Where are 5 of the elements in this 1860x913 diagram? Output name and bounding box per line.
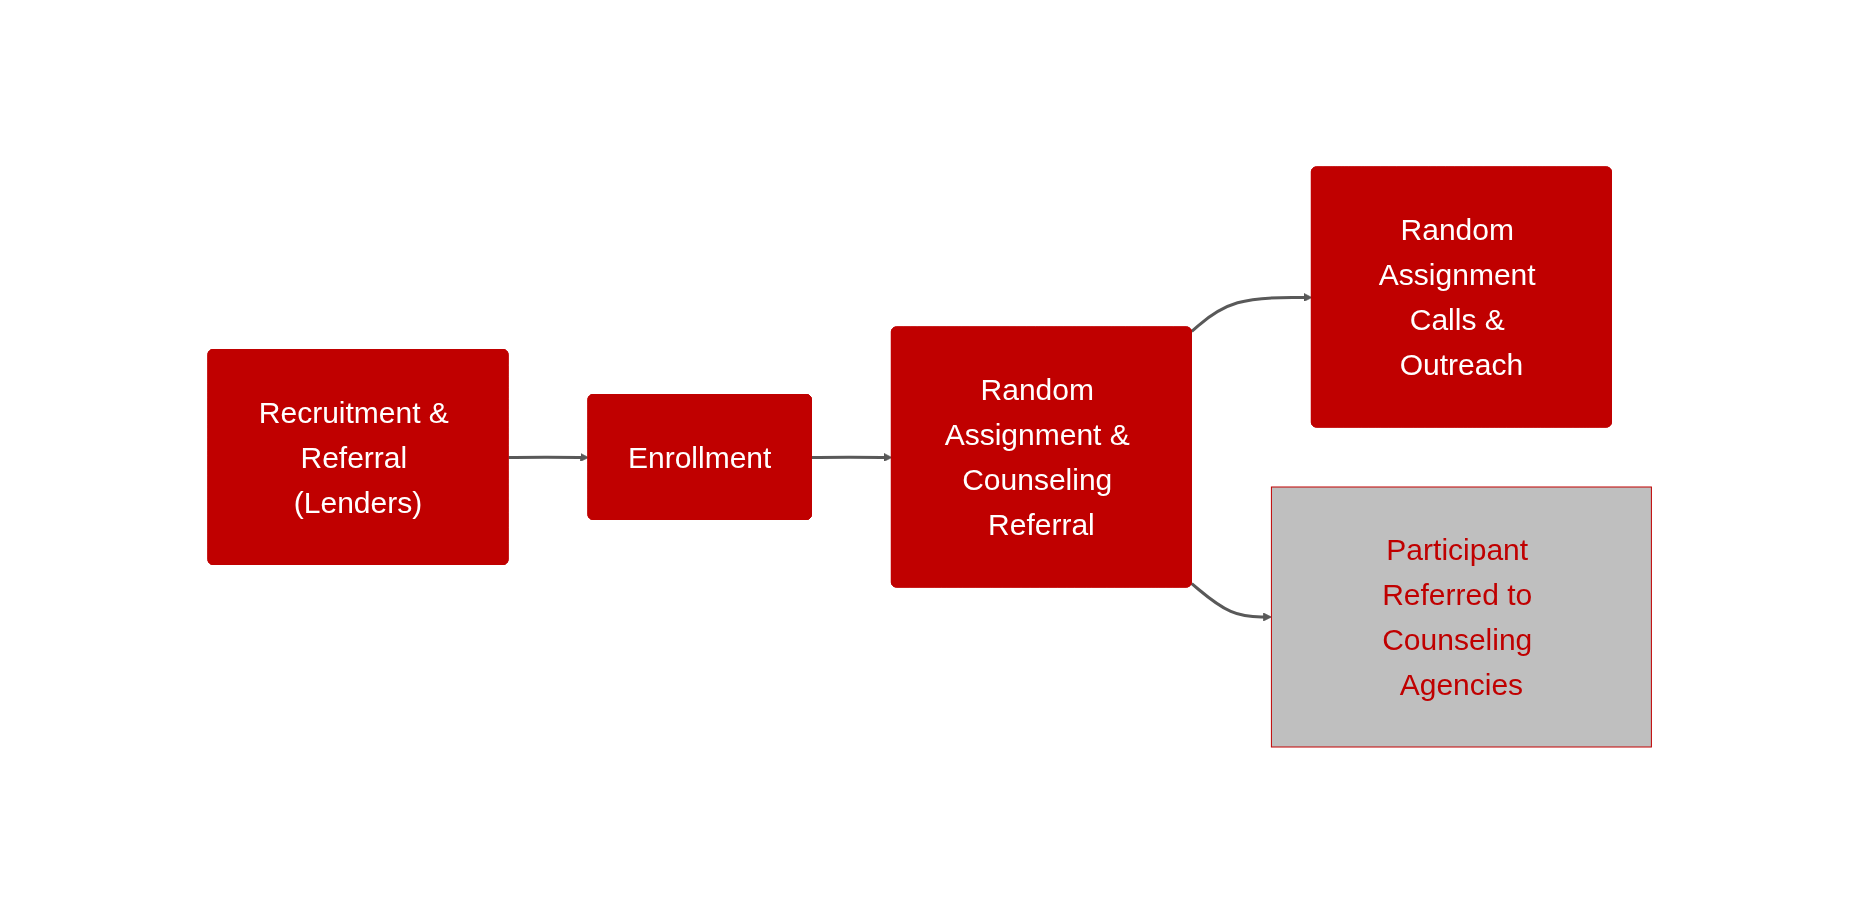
arrow — [508, 452, 590, 462]
arrow — [1191, 582, 1273, 621]
arrow — [812, 452, 893, 462]
arrow — [1191, 292, 1313, 332]
node-box: Participant Referred to Counseling Agencies — [1271, 486, 1653, 747]
